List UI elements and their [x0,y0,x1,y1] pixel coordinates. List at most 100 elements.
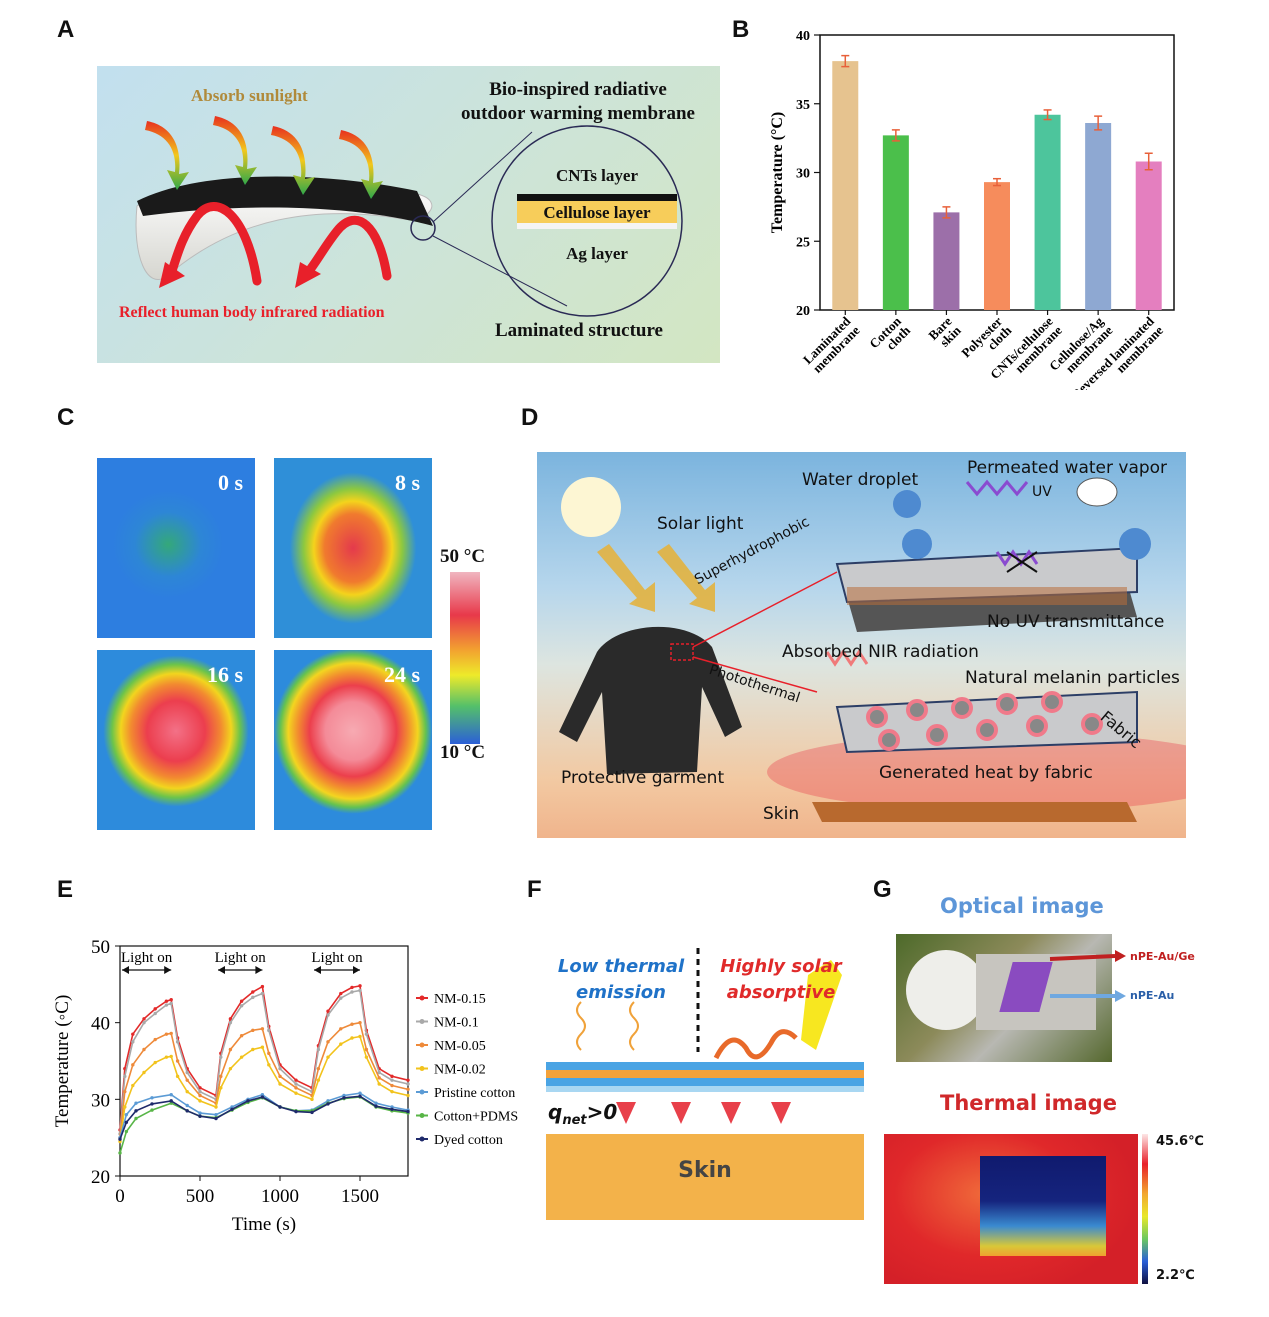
bar [832,61,859,310]
panel-f: Low thermal emission Highly solar absorp… [546,940,864,1220]
data-point [364,1055,369,1059]
data-point [134,1109,138,1113]
data-point [294,1078,298,1082]
light-on-arrowhead [255,966,263,974]
data-point [406,1082,410,1086]
panel-label-b: B [732,16,750,43]
data-point [350,1022,354,1026]
data-point [131,1063,135,1067]
data-point [278,1082,282,1086]
legend-label: NM-0.05 [434,1039,486,1054]
legend-marker [419,1113,425,1118]
data-point [123,1074,127,1079]
light-on-arrowhead [218,966,225,974]
data-point [131,1032,135,1036]
data-point [169,1093,173,1097]
scale-min-label: 10 °C [440,742,486,763]
legend-marker [419,1136,425,1142]
sunlight-arrow-icon [801,960,842,1050]
bar [1085,123,1112,310]
data-point [142,1070,146,1075]
garment-label: Protective garment [561,768,725,788]
data-point [364,1032,369,1036]
laminated-structure-label: Laminated structure [495,320,663,341]
legend-marker [419,995,425,1001]
panel-label-f: F [527,876,542,903]
data-point [164,999,169,1003]
data-point [214,1116,218,1121]
data-point [169,1099,173,1103]
legend-label: NM-0.15 [434,992,486,1007]
data-point [185,1089,189,1094]
data-point [310,1097,314,1102]
data-point [358,984,362,988]
high-absorptive-line1: Highly solar [720,956,842,977]
data-point [169,1001,173,1006]
data-point [239,999,244,1003]
light-on-label: Light on [311,950,363,966]
data-point [316,1066,321,1071]
y-tick-label: 30 [91,1090,110,1111]
data-point [150,1108,154,1112]
data-point [219,1055,223,1059]
data-point [339,991,343,996]
data-point [294,1109,298,1114]
data-point [358,988,362,993]
membrane-title: Bio-inspired radiative outdoor warming m… [433,78,723,126]
thermal-tile-0s: 0 s [97,458,255,638]
legend-label: Pristine cotton [434,1086,515,1101]
low-emission-label: Low thermal emission [546,954,696,1006]
data-point [131,1040,135,1044]
x-tick-label: Laminatedmembrane [800,313,863,376]
panel-label-c: C [57,404,75,431]
data-point [406,1087,410,1092]
data-point [153,1037,157,1042]
data-point [326,1055,330,1059]
skin-label-d: Skin [763,804,800,824]
data-point [169,1031,173,1036]
x-tick-label: Bareskin [925,313,964,352]
x-tick-label: 1000 [261,1186,299,1207]
data-point [358,1091,362,1095]
series-line [119,1092,409,1138]
y-tick-label: 35 [796,98,810,113]
data-point [185,1103,189,1108]
data-point [153,1007,157,1011]
y-tick-label: 20 [796,304,810,319]
solar-light-label: Solar light [657,514,744,534]
panel-label-d: D [521,404,539,431]
series-line [119,1096,409,1154]
water-droplet-label: Water droplet [802,470,919,490]
data-point [339,1042,343,1046]
bar [882,135,909,310]
nir-label: Absorbed NIR radiation [782,642,979,662]
sun-icon [561,477,621,537]
high-absorptive-line2: absorptive [726,982,836,1003]
legend-marker [419,1066,425,1071]
data-point [377,1082,381,1086]
tile-time-0s: 0 s [217,470,243,495]
data-point [175,1059,180,1063]
data-point [164,1032,169,1036]
uv-label: UV [1032,484,1052,500]
thermal-scale-min: 2.2℃ [1156,1268,1195,1283]
legend-label: NM-0.1 [434,1016,479,1031]
data-point [228,1066,233,1071]
water-droplet-icon [893,490,921,518]
data-point [326,1040,330,1044]
skin-label-f: Skin [678,1158,732,1183]
bar [984,182,1010,310]
data-point [134,1116,138,1121]
data-point [316,1078,321,1082]
data-point [251,990,255,994]
data-point [185,1109,189,1113]
y-tick-label: 40 [91,1014,110,1035]
sunlight-arrows [145,116,383,199]
data-point [219,1086,223,1090]
data-point [294,1082,298,1086]
data-point [239,1004,244,1008]
data-point [198,1093,202,1098]
data-point [374,1104,378,1108]
data-point [364,1047,369,1052]
